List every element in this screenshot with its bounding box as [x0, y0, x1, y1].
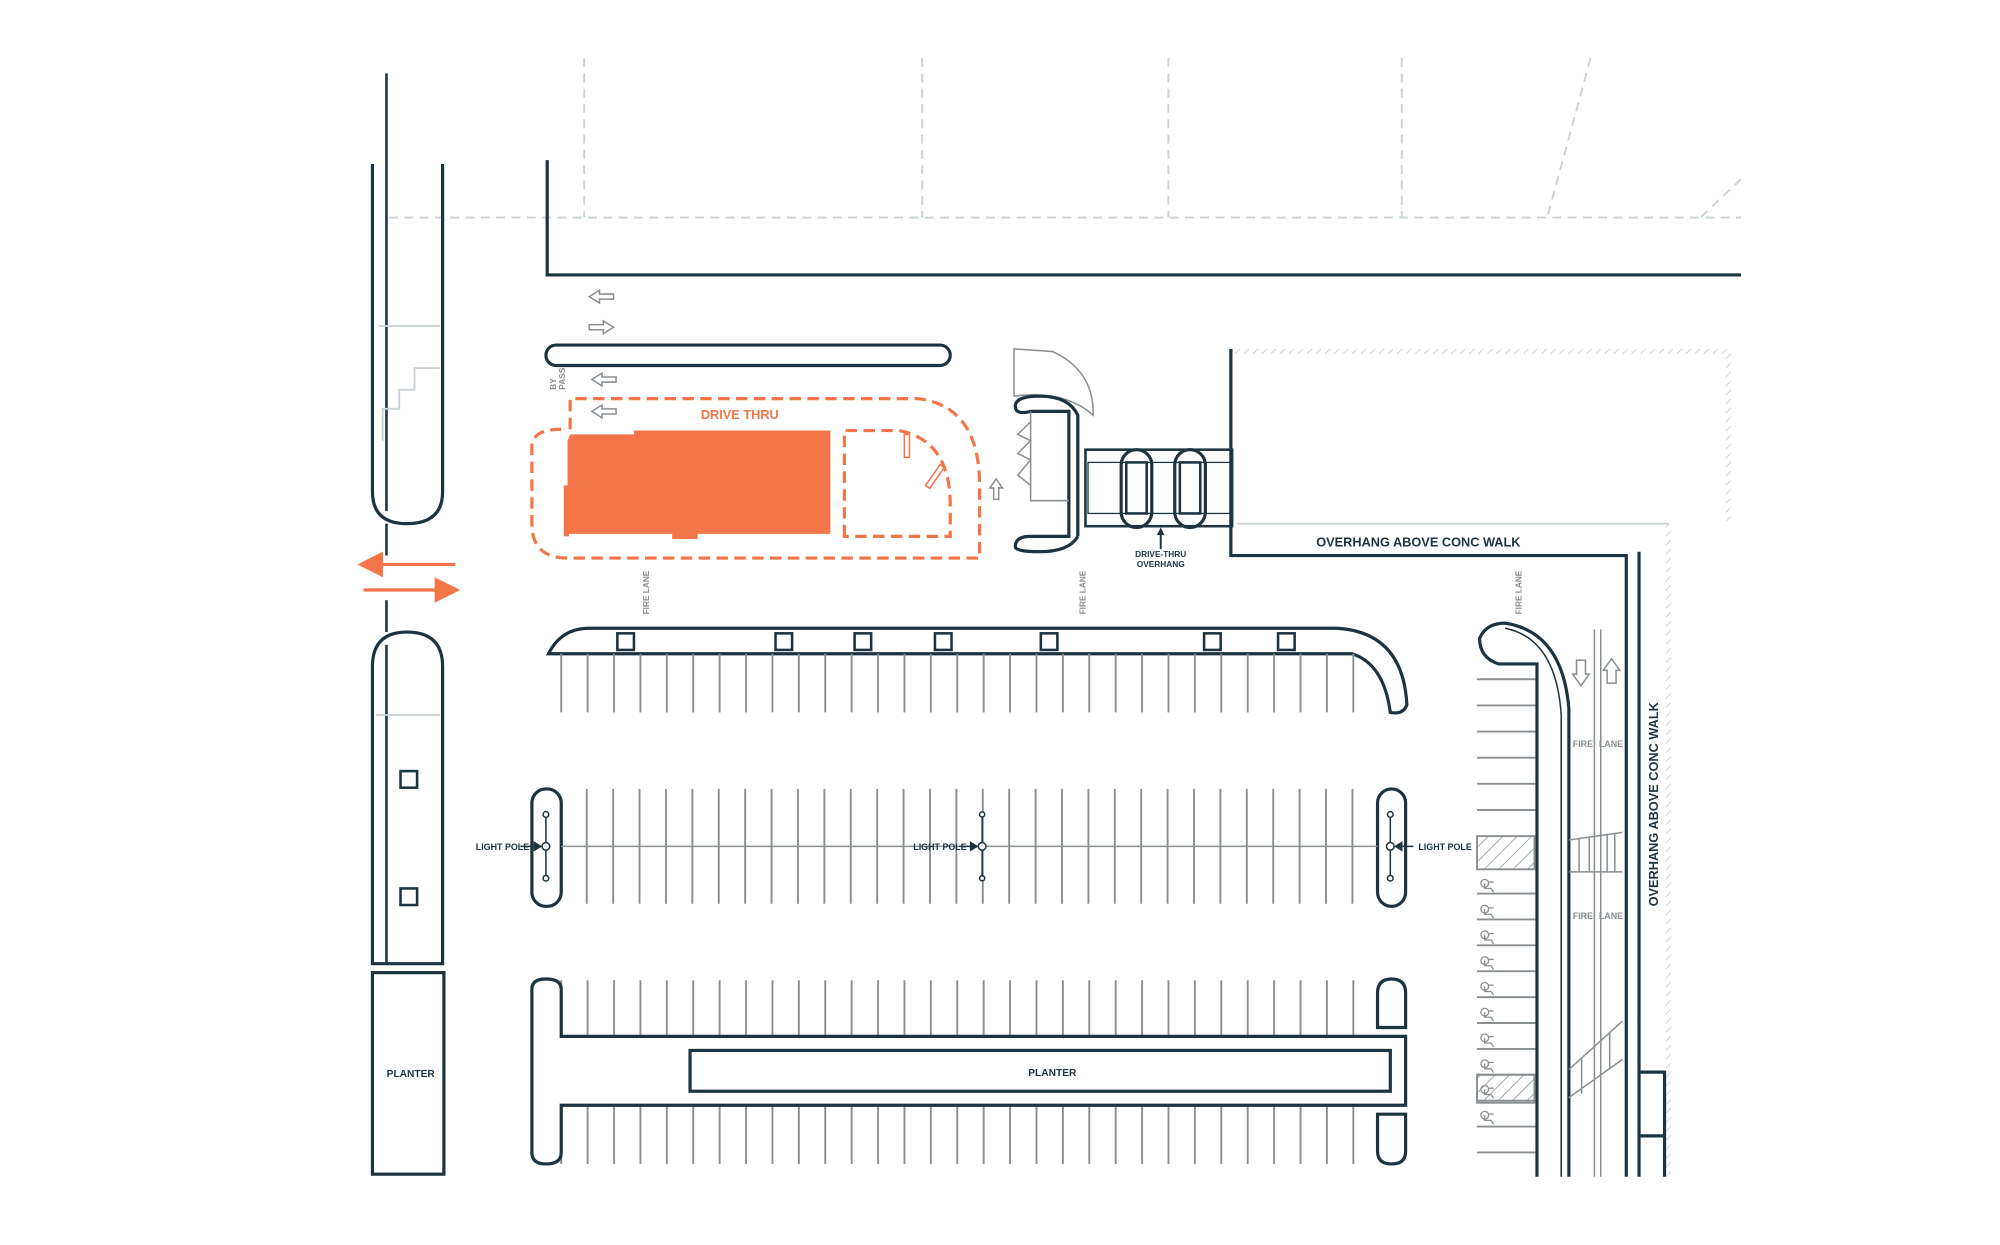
light-pole-base [853, 632, 873, 652]
lane-label: LANE [1599, 739, 1623, 749]
accessible-icon [1480, 1007, 1495, 1022]
light-pole-base [933, 632, 953, 652]
accessible-icon [1480, 1110, 1495, 1125]
overhang-conc-walk-label-vertical: OVERHANG ABOVE CONC WALK [1646, 701, 1661, 906]
light-poles [520, 810, 1414, 882]
parking-stalls [560, 653, 1537, 1164]
light-pole-base [399, 887, 419, 907]
planter-label: PLANTER [1028, 1068, 1077, 1079]
north-curb [545, 160, 1742, 277]
light-pole-base [616, 632, 636, 652]
light-pole-label: LIGHT POLE [1418, 842, 1471, 852]
bypass-label: BYPASS [548, 367, 567, 389]
accessible-icon [1480, 981, 1495, 996]
accessible-icon [1480, 1085, 1495, 1099]
planter-center [688, 1048, 1392, 1093]
parking-island-east [1375, 787, 1408, 908]
parking-island-west [530, 787, 563, 908]
accessible-icon [1480, 956, 1495, 970]
menu-board [924, 463, 946, 490]
accessible-icon [1480, 930, 1495, 945]
west-island-south [370, 630, 445, 966]
property-grid [389, 57, 1742, 219]
fire-label: FIRE [1573, 739, 1593, 749]
fire-label: FIRE [1573, 911, 1593, 921]
accessible-stalls [1480, 878, 1495, 1125]
fire-lane-east [1568, 629, 1623, 1177]
drive-thru-label: DRIVE THRU [701, 407, 779, 422]
light-pole-base [1039, 632, 1059, 652]
parking-row-3-curb [530, 977, 1408, 1166]
light-pole-label: LIGHT POLE [913, 842, 966, 852]
west-road: PLANTER [357, 73, 461, 1176]
planter-west [370, 971, 446, 1176]
entrance-arrows [357, 551, 461, 603]
light-pole-base [774, 632, 794, 652]
accessible-icon [1480, 1033, 1495, 1048]
light-pole-label: LIGHT POLE [476, 842, 529, 852]
traffic-arrows [587, 288, 1005, 501]
lane-label: LANE [1599, 911, 1623, 921]
accessible-aisle [1476, 1073, 1536, 1104]
restaurant-building [563, 430, 831, 539]
light-pole-base [399, 769, 419, 789]
east-curb [1477, 621, 1571, 1177]
accessible-aisle [1476, 835, 1536, 871]
parking-row-1-curb [545, 626, 1409, 715]
planter-label: PLANTER [387, 1069, 436, 1080]
accessible-icon [1480, 878, 1495, 893]
drive-thru-overhang [1013, 348, 1234, 554]
overhang-conc-walk-label: OVERHANG ABOVE CONC WALK [1316, 535, 1521, 550]
accessible-icon [1480, 904, 1495, 919]
fire-lane-label: FIRE LANE [1077, 570, 1087, 614]
drive-thru-lane [530, 397, 982, 560]
bypass-island [544, 343, 952, 368]
accessible-icon [1480, 1059, 1495, 1073]
retail-building [1229, 348, 1731, 1177]
fire-lane-label: FIRE LANE [1514, 570, 1524, 614]
fire-lane-label: FIRE LANE [641, 570, 651, 614]
order-board [903, 433, 911, 459]
west-island-north [370, 163, 445, 526]
light-pole-base [1276, 632, 1296, 652]
light-pole-base [1202, 632, 1222, 652]
light-pole-bases [616, 632, 1296, 652]
